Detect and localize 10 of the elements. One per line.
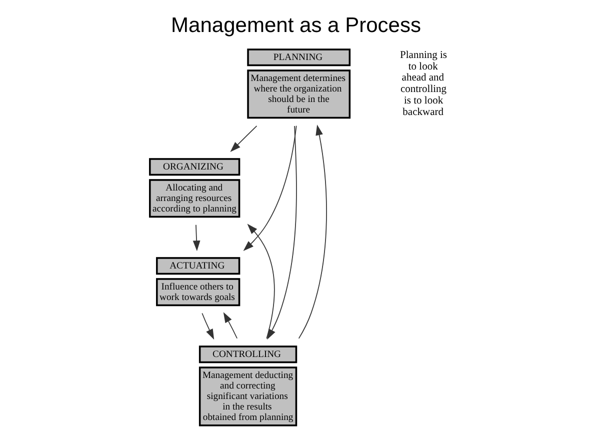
arrow	[202, 312, 214, 340]
label: Planning is to look ahead and controlling is to look backward	[400, 50, 448, 118]
arrow	[192, 224, 200, 252]
arrow	[298, 124, 327, 339]
arrow	[223, 312, 238, 339]
arrow	[230, 125, 258, 152]
arrow	[247, 224, 275, 339]
arrow	[243, 125, 297, 251]
arrow	[267, 126, 297, 340]
diagram-title: Management as a Process	[171, 14, 421, 38]
